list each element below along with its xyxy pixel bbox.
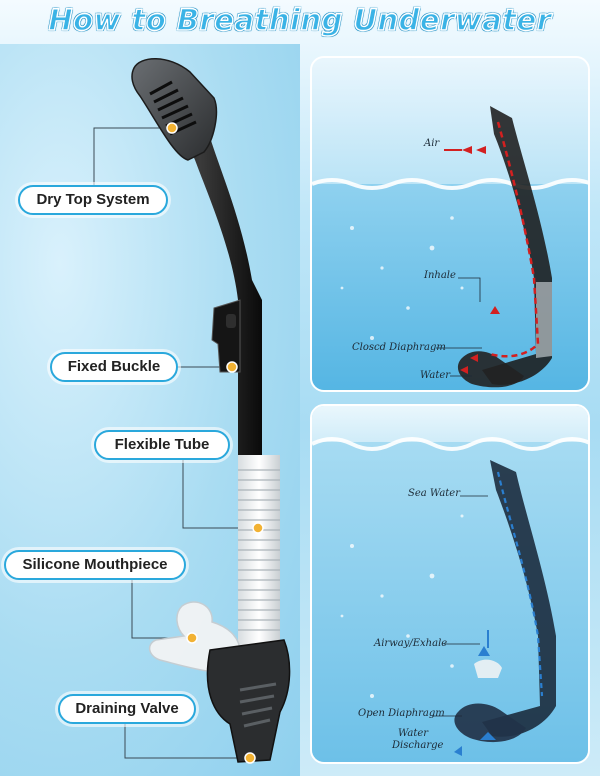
- annotation-open-diaphragm: Open Diaphragm: [358, 708, 445, 719]
- label-fixed-buckle: Fixed Buckle: [50, 352, 178, 382]
- inhale-diagram: [312, 58, 588, 390]
- dry-top-head: [131, 58, 218, 161]
- annotation-airway-exhale: Airway/Exhale: [374, 638, 448, 649]
- page-title: How to Breathing Underwater: [48, 2, 552, 37]
- annotation-water-discharge-line1: Water: [398, 728, 429, 739]
- valve-grille: [239, 682, 277, 728]
- buckle-detail: [226, 314, 236, 328]
- flexible-tube-body: [238, 455, 280, 655]
- annotation-water: Water: [420, 370, 451, 381]
- annotation-inhale: Inhale: [424, 270, 456, 281]
- label-draining-valve: Draining Valve: [58, 694, 196, 724]
- fixed-buckle-clip: [211, 299, 241, 373]
- annotation-air: Air: [424, 138, 440, 149]
- label-silicone-mouthpiece: Silicone Mouthpiece: [4, 550, 186, 580]
- label-flexible-tube: Flexible Tube: [94, 430, 230, 460]
- label-dry-top-system: Dry Top System: [18, 185, 168, 215]
- snorkel-illustration: [93, 58, 291, 764]
- marker-dots: [166, 122, 264, 764]
- exhale-diagram: [312, 406, 588, 762]
- annotation-sea-water: Sea Water: [408, 488, 460, 499]
- panel-inhale: Air Inhale Closcd Diaphragm Water: [310, 56, 590, 392]
- panel-exhale: Sea Water Airway/Exhale Open Diaphragm W…: [310, 404, 590, 764]
- annotation-water-discharge-line2: Discharge: [392, 740, 444, 751]
- annotation-closed-diaphragm: Closcd Diaphragm: [352, 342, 446, 353]
